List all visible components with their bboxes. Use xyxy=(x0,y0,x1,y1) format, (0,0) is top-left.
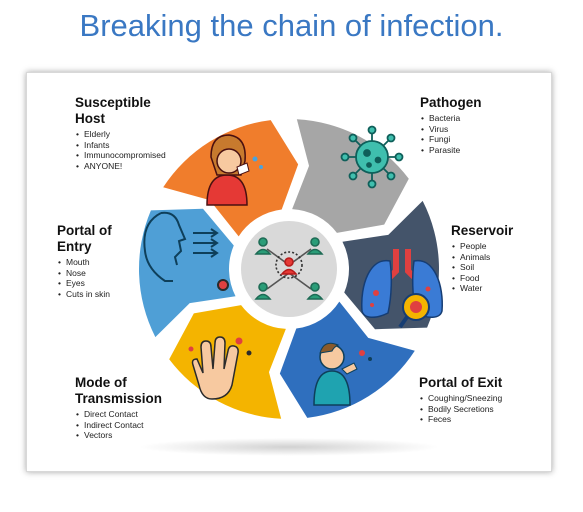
portal-of-exit-block: Portal of Exit Coughing/Sneezing Bodily … xyxy=(419,375,502,425)
reservoir-list: People Animals Soil Food Water xyxy=(451,241,513,294)
infected-person-network-icon xyxy=(254,237,324,300)
pathogen-heading: Pathogen xyxy=(420,95,482,111)
mode-of-transmission-heading: Mode of Transmission xyxy=(75,375,162,407)
heading-line: Portal of xyxy=(57,223,112,238)
list-item: ANYONE! xyxy=(75,161,166,172)
list-item: Infants xyxy=(75,140,166,151)
mode-of-transmission-list: Direct Contact Indirect Contact Vectors xyxy=(75,409,162,441)
list-item: Eyes xyxy=(57,278,112,289)
list-item: People xyxy=(451,241,513,252)
diagram-card: Susceptible Host Elderly Infants Immunoc… xyxy=(26,72,552,472)
list-item: Cuts in skin xyxy=(57,289,112,300)
pathogen-list: Bacteria Virus Fungi Parasite xyxy=(420,113,482,155)
list-item: Feces xyxy=(419,414,502,425)
list-item: Mouth xyxy=(57,257,112,268)
infected-lungs-icon xyxy=(361,249,443,329)
list-item: Parasite xyxy=(420,145,482,156)
heading-line: Susceptible xyxy=(75,95,151,110)
heading-line: Host xyxy=(75,111,105,126)
portal-of-exit-list: Coughing/Sneezing Bodily Secretions Fece… xyxy=(419,393,502,425)
hand-germs-icon xyxy=(188,336,252,400)
heading-line: Pathogen xyxy=(420,95,482,110)
list-item: Food xyxy=(451,273,513,284)
heading-line: Reservoir xyxy=(451,223,514,238)
list-item: Water xyxy=(451,283,513,294)
list-item: Virus xyxy=(420,124,482,135)
segment-portal-of-entry xyxy=(139,208,236,338)
list-item: Fungi xyxy=(420,134,482,145)
mode-of-transmission-block: Mode of Transmission Direct Contact Indi… xyxy=(75,375,162,441)
face-inhale-icon xyxy=(143,211,229,291)
wheel-shadow xyxy=(139,438,439,456)
portal-of-exit-heading: Portal of Exit xyxy=(419,375,502,391)
list-item: Bodily Secretions xyxy=(419,404,502,415)
infection-cycle-wheel xyxy=(139,119,443,456)
susceptible-host-block: Susceptible Host Elderly Infants Immunoc… xyxy=(75,95,166,171)
list-item: Nose xyxy=(57,268,112,279)
list-item: Elderly xyxy=(75,129,166,140)
heading-line: Portal of Exit xyxy=(419,375,503,390)
list-item: Coughing/Sneezing xyxy=(419,393,502,404)
portal-of-entry-block: Portal of Entry Mouth Nose Eyes Cuts in … xyxy=(57,223,112,299)
virus-icon xyxy=(340,125,404,189)
page-title: Breaking the chain of infection. xyxy=(79,8,504,43)
list-item: Bacteria xyxy=(420,113,482,124)
segment-portal-of-exit xyxy=(279,301,415,418)
heading-line: Entry xyxy=(57,239,92,254)
heading-line: Mode of xyxy=(75,375,127,390)
list-item: Immunocompromised xyxy=(75,150,166,161)
susceptible-host-list: Elderly Infants Immunocompromised ANYONE… xyxy=(75,129,166,171)
list-item: Vectors xyxy=(75,430,162,441)
heading-line: Transmission xyxy=(75,391,163,406)
reservoir-block: Reservoir People Animals Soil Food Water xyxy=(451,223,513,294)
coughing-person-icon xyxy=(313,342,372,406)
list-item: Direct Contact xyxy=(75,409,162,420)
portal-of-entry-list: Mouth Nose Eyes Cuts in skin xyxy=(57,257,112,299)
list-item: Soil xyxy=(451,262,513,273)
sneezing-person-icon xyxy=(206,134,263,206)
susceptible-host-heading: Susceptible Host xyxy=(75,95,166,127)
list-item: Indirect Contact xyxy=(75,420,162,431)
portal-of-entry-heading: Portal of Entry xyxy=(57,223,112,255)
reservoir-heading: Reservoir xyxy=(451,223,513,239)
pathogen-block: Pathogen Bacteria Virus Fungi Parasite xyxy=(420,95,482,155)
list-item: Animals xyxy=(451,252,513,263)
